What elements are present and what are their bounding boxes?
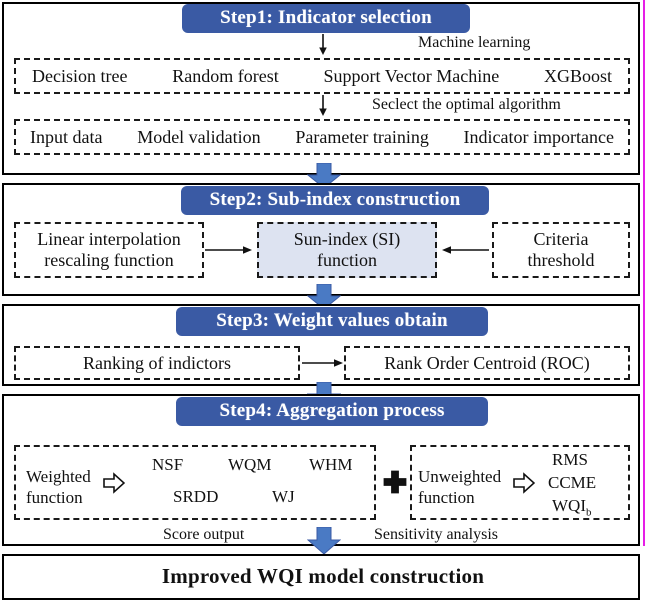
pipeline-item: Input data (30, 126, 103, 147)
step1-arrow-to-pipeline (316, 95, 330, 117)
unweighted-method: WQIb (552, 496, 591, 518)
step1-header-chip[interactable]: Step1: Indicator selection (182, 4, 470, 33)
pipeline-item: Model validation (137, 126, 261, 147)
weighted-hollow-right-arrow-icon (103, 472, 125, 494)
step1-algorithms-box: Decision tree Random forest Support Vect… (14, 58, 630, 94)
unweighted-method-subscript: b (585, 506, 592, 519)
step1-caption-select-optimal: Seclect the optimal algorithm (372, 96, 561, 113)
linear-interp-line1: Linear interpolation (37, 229, 181, 249)
unweighted-function-label: Unweighted function (418, 466, 501, 508)
sun-index-line1: Sun-index (SI) (293, 229, 401, 249)
unweighted-method-base: WQI (552, 496, 586, 515)
step4-header-chip[interactable]: Step4: Aggregation process (176, 397, 488, 426)
arrow-step2-to-step3-icon (307, 284, 341, 310)
final-panel (2, 554, 640, 600)
weighted-method: SRDD (173, 487, 219, 506)
step2-header-chip[interactable]: Step2: Sub-index construction (181, 186, 489, 215)
unweighted-label-line1: Unweighted (418, 467, 502, 486)
unweighted-label-line2: function (418, 488, 475, 507)
algorithm-item: Support Vector Machine (323, 65, 500, 86)
step4-weighted-box (14, 445, 376, 520)
final-title: Improved WQI model construction (161, 564, 485, 588)
pipeline-item: Parameter training (295, 126, 429, 147)
criteria-line1: Criteria (533, 229, 589, 249)
weighted-method: NSF (152, 455, 184, 474)
step2-sun-index-box: Sun-index (SI) function (257, 222, 437, 278)
pipeline-item: Indicator importance (463, 126, 614, 147)
weighted-label-line2: function (26, 488, 83, 507)
step3-ranking-box: Ranking of indictors (14, 346, 300, 380)
criteria-line2: threshold (527, 250, 595, 270)
ranking-label: Ranking of indictors (83, 352, 231, 373)
arrow-step4-to-final-icon (307, 527, 341, 555)
unweighted-hollow-right-arrow-icon (513, 472, 535, 494)
arrow-ranking-to-roc-icon (302, 356, 344, 370)
algorithm-item: Random forest (172, 65, 279, 86)
algorithm-item: XGBoost (543, 65, 612, 86)
roc-label: Rank Order Centroid (ROC) (384, 352, 590, 373)
step4-caption-score-output: Score output (163, 526, 245, 543)
combine-plus-icon (383, 470, 407, 494)
step3-roc-box: Rank Order Centroid (ROC) (344, 346, 630, 380)
linear-interp-line2: rescaling function (44, 250, 174, 270)
step2-criteria-threshold-box: Criteria threshold (492, 222, 630, 278)
step3-header-chip[interactable]: Step3: Weight values obtain (176, 307, 488, 336)
step2-linear-interpolation-box: Linear interpolation rescaling function (14, 222, 204, 278)
weighted-method: WJ (272, 487, 295, 506)
right-edge-marker (643, 0, 645, 546)
step4-caption-sensitivity-analysis: Sensitivity analysis (374, 526, 498, 543)
algorithm-item: Decision tree (32, 65, 128, 86)
weighted-label-line1: Weighted (26, 467, 91, 486)
step1-caption-machine-learning: Machine learning (418, 34, 531, 51)
sun-index-line2: function (317, 250, 377, 270)
arrow-step1-to-step2-icon (307, 163, 341, 189)
unweighted-method: RMS (552, 450, 588, 469)
weighted-function-label: Weighted function (26, 466, 91, 508)
weighted-method: WHM (309, 455, 353, 474)
step1-pipeline-box: Input data Model validation Parameter tr… (14, 119, 630, 155)
step4-unweighted-box (410, 445, 630, 520)
step1-arrow-to-algorithms (316, 34, 330, 56)
arrow-linear-to-subindex-icon (205, 243, 253, 257)
unweighted-method: CCME (548, 473, 597, 492)
arrow-criteria-to-subindex-icon (441, 243, 489, 257)
weighted-method: WQM (228, 455, 272, 474)
